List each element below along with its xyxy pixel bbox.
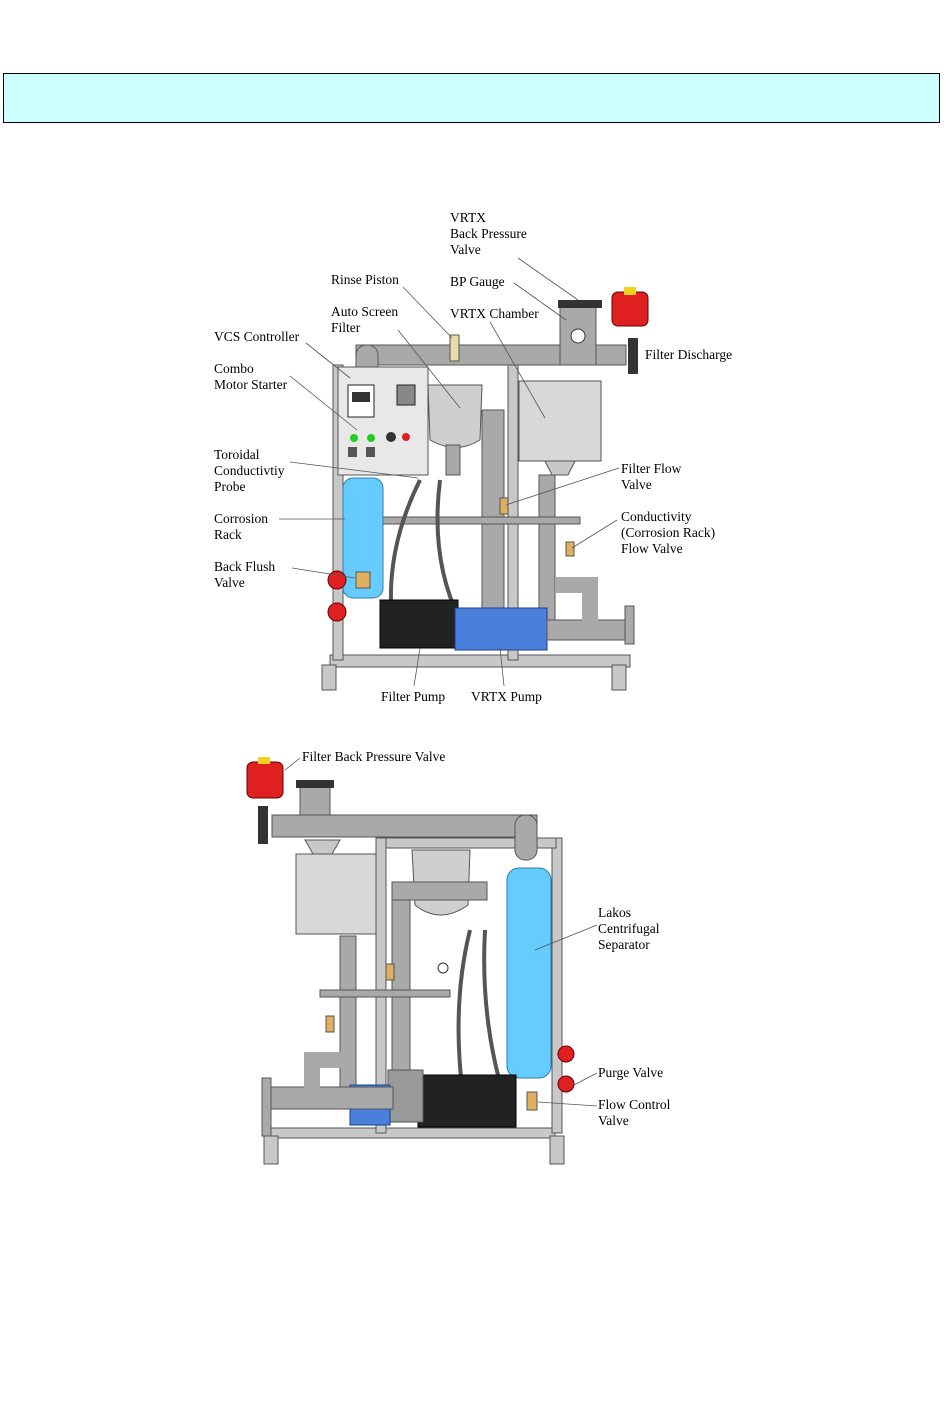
label-toroidal-probe: Toroidal Conductivtiy Probe — [214, 447, 285, 494]
label-vcs-controller: VCS Controller — [214, 329, 300, 344]
vrtx-pump — [454, 607, 548, 651]
label-lakos-separator: Lakos Centrifugal Separator — [598, 905, 660, 952]
label-flow-control-valve: Flow Control Valve — [598, 1097, 671, 1128]
diagram-2-skid — [246, 757, 575, 1165]
diagram-1-leaders — [279, 257, 620, 687]
vcs-control-panel — [337, 366, 429, 476]
label-conductivity-flow-valve: Conductivity (Corrosion Rack) Flow Valve — [621, 509, 716, 556]
diagram-2-leaders — [284, 757, 598, 1107]
label-combo-motor-starter: Combo Motor Starter — [214, 361, 288, 392]
filter-pump-motor — [379, 599, 459, 649]
vrtx-bp-valve-actuator — [611, 291, 649, 327]
header-banner — [3, 73, 940, 123]
label-vrtx-bp-valve: VRTX Back Pressure Valve — [450, 210, 527, 257]
filter-bp-valve-actuator — [246, 761, 284, 799]
lakos-separator — [506, 867, 552, 1079]
label-filter-bp-valve: Filter Back Pressure Valve — [302, 749, 446, 764]
label-rinse-piston: Rinse Piston — [331, 272, 399, 287]
auto-screen-filter — [427, 384, 483, 448]
label-filter-pump: Filter Pump — [381, 689, 446, 704]
label-back-flush-valve: Back Flush Valve — [214, 559, 276, 590]
label-filter-flow-valve: Filter Flow Valve — [621, 461, 682, 492]
label-bp-gauge: BP Gauge — [450, 274, 505, 289]
label-vrtx-pump: VRTX Pump — [471, 689, 542, 704]
diagram-1-skid — [321, 287, 649, 691]
label-vrtx-chamber: VRTX Chamber — [450, 306, 539, 321]
vrtx-chamber — [518, 380, 602, 462]
rinse-piston — [449, 334, 460, 362]
label-filter-discharge: Filter Discharge — [645, 347, 733, 362]
label-corrosion-rack: Corrosion Rack — [214, 511, 268, 542]
label-auto-screen-filter: Auto Screen Filter — [331, 304, 399, 335]
label-purge-valve: Purge Valve — [598, 1065, 664, 1080]
discharge-flange — [628, 338, 638, 374]
